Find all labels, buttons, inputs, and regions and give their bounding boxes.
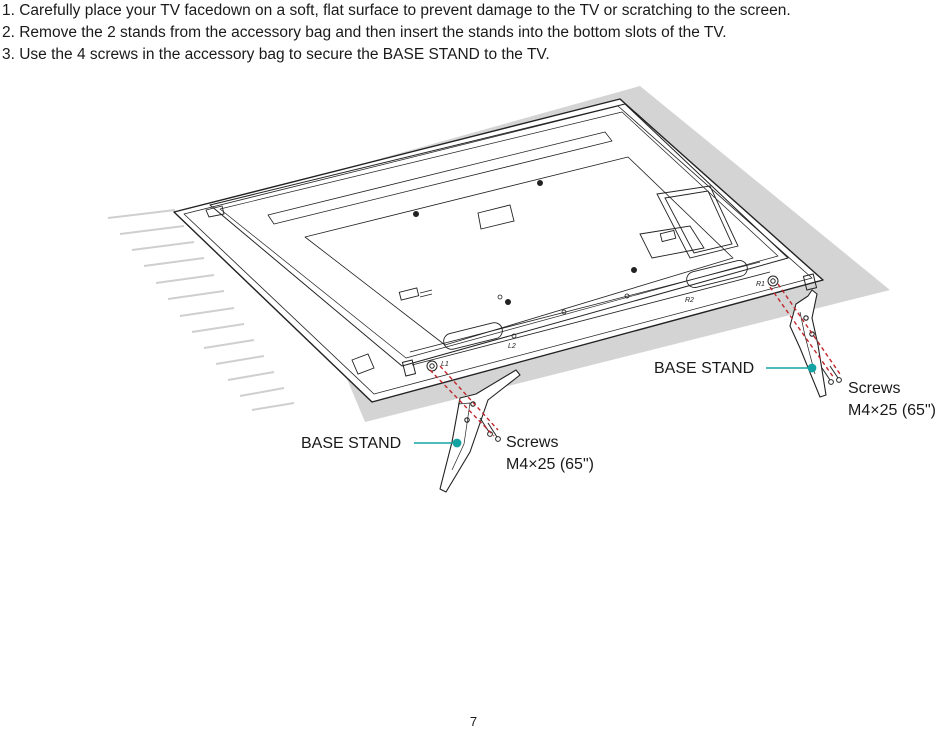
right-screw-spec-label: M4×25 (65") xyxy=(848,402,936,419)
screw-holes-small xyxy=(497,293,630,339)
mounting-holes xyxy=(413,180,637,305)
instruction-steps: 1. Carefully place your TV facedown on a… xyxy=(2,0,791,66)
right-screws-label: Screws xyxy=(848,380,901,397)
screws xyxy=(479,365,842,442)
tv-back xyxy=(173,98,824,403)
corner-bracket xyxy=(205,205,375,375)
left-screws-label: Screws xyxy=(506,434,559,451)
slot-label-r2: R2 xyxy=(685,297,694,304)
callout-leaders xyxy=(414,363,817,448)
instruction-step-2: 2. Remove the 2 stands from the accessor… xyxy=(2,24,727,41)
page-number: 7 xyxy=(469,714,478,729)
right-base-stand-label: BASE STAND xyxy=(654,360,755,377)
slot-labels: L1 L2 R1 R2 xyxy=(441,281,765,368)
connector-panel xyxy=(639,185,739,259)
label-plate xyxy=(477,204,515,230)
left-screw-spec-label: M4×25 (65") xyxy=(506,456,594,473)
screw-guide-lines xyxy=(429,283,841,437)
instruction-step-3: 3. Use the 4 screws in the accessory bag… xyxy=(2,46,550,63)
slot-label-l2: L2 xyxy=(508,343,516,350)
handle-cutouts xyxy=(443,259,748,350)
power-button-area xyxy=(398,287,433,301)
surface-hatch-lines xyxy=(107,209,295,411)
slot-label-r1: R1 xyxy=(756,281,765,288)
right-base-stand xyxy=(789,289,827,398)
left-base-stand-label: BASE STAND xyxy=(301,435,402,452)
slot-label-l1: L1 xyxy=(441,361,449,368)
stand-slots xyxy=(401,273,818,377)
instruction-step-1: 1. Carefully place your TV facedown on a… xyxy=(2,2,791,19)
